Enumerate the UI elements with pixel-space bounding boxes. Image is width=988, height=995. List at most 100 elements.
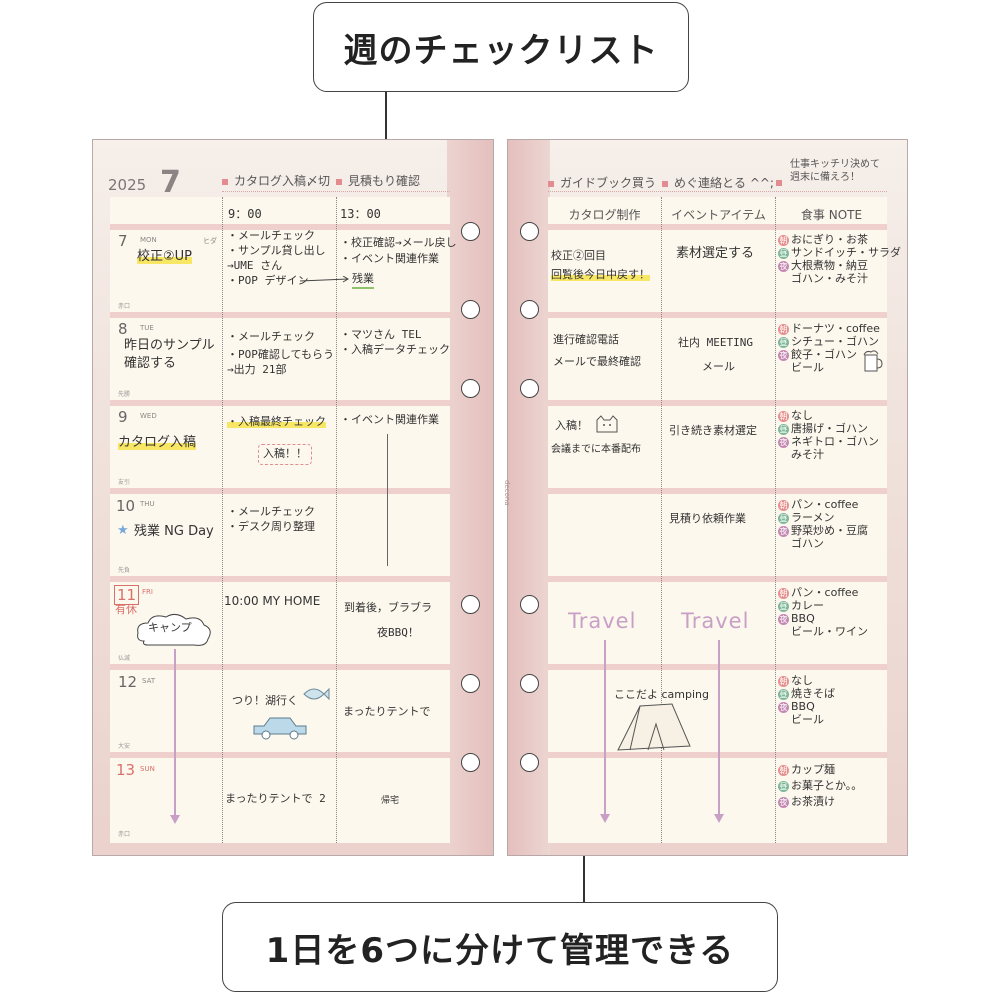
cloud-icon [137, 613, 211, 646]
callout-top-leader [385, 92, 387, 154]
day-task: まったりテントで 2 [225, 792, 326, 805]
column-header: カタログ制作 [568, 208, 641, 222]
binder-hole [461, 222, 480, 241]
meal-entry: ビール [791, 361, 824, 374]
checklist-item: カタログ入稿〆切 [222, 172, 330, 189]
binder-hole [461, 595, 480, 614]
six-divisions-callout: 1日を6つに分けて管理できる [222, 902, 778, 992]
day-task: 10:00 MY HOME [224, 594, 321, 608]
day-task: ・メールチェック [227, 229, 315, 242]
cat-icon [596, 415, 618, 433]
month-label: 7 [160, 165, 181, 200]
day-number: 7 [118, 232, 128, 250]
arrow-down-icon [600, 814, 610, 823]
checklist-item: 見積もり確認 [336, 172, 420, 189]
row-divider [110, 224, 450, 230]
meal-entry: ゴハン・みそ汁 [791, 272, 868, 285]
day-task: ・校正確認→メール戻し [340, 236, 457, 249]
binder-hole [461, 753, 480, 772]
day-task: ・デスク周り整理 [227, 520, 315, 533]
day-number: 12 [118, 673, 138, 691]
row-divider [110, 312, 450, 318]
day-name: FRI [142, 588, 153, 596]
arrow-icon [300, 276, 349, 283]
day-number: 11 [114, 585, 140, 605]
day-task: ・入稿データチェック [340, 343, 450, 356]
day-task: ・POP確認してもらう [227, 348, 334, 361]
day-task: →UME さん [227, 259, 283, 272]
row-divider [548, 400, 887, 406]
rokuyo: 先負 [118, 567, 131, 574]
row-divider [110, 488, 450, 494]
day-number: 10 [116, 497, 136, 515]
meal-entry: 夜餃子・ゴハン [778, 348, 857, 361]
meal-entry: 昼ラーメン [778, 511, 835, 524]
day-task: ・サンプル貸し出し [227, 244, 326, 257]
binder-hole [520, 753, 539, 772]
column-divider [336, 197, 337, 843]
day-task: つり！湖行く [232, 694, 298, 707]
day-number: 13 [116, 761, 136, 779]
checkbox-square-icon [776, 180, 782, 186]
rokuyo: 仏滅 [118, 655, 131, 662]
column-divider [775, 197, 776, 843]
day-note: 社内 MEETING [678, 336, 753, 349]
meal-entry: 夜ネギトロ・ゴハン [778, 435, 879, 448]
day-memo: 残業 NG Day [134, 524, 214, 539]
rokuyo: 赤口 [118, 831, 131, 838]
day-note: ここだよ camping [614, 688, 709, 701]
day-note: 会議までに本番配布 [551, 444, 641, 455]
beer-mug-icon [863, 350, 883, 372]
day-task: ・POP デザイン [227, 274, 309, 287]
checkbox-square-icon [336, 178, 342, 185]
meal-entry: 朝ドーナツ・coffee [778, 322, 880, 335]
day-task: ・イベント関連作業 [340, 252, 439, 265]
star-icon: ★ [117, 523, 129, 538]
row-divider [548, 664, 887, 670]
binder-hole [520, 674, 539, 693]
day-note: メール [702, 360, 735, 373]
meal-entry: 朝パン・coffee [778, 498, 859, 511]
row-divider [110, 400, 450, 406]
row-divider [110, 576, 450, 582]
binder-hole [520, 222, 539, 241]
row-divider [110, 752, 450, 758]
checklist-item: ガイドブック買う [548, 174, 656, 191]
day-task: 入稿！！ [258, 444, 312, 465]
row-divider [548, 224, 887, 230]
binder-hole [520, 379, 539, 398]
holiday-label: 有休 [115, 603, 137, 616]
row-divider [548, 312, 887, 318]
checklist-item: 仕事キッチリ決めて 週末に備えろ！ [776, 158, 880, 186]
day-number: 8 [118, 320, 128, 338]
meal-entry: ゴハン [791, 537, 824, 550]
travel-label: Travel [568, 609, 637, 633]
day-task: ・イベント関連作業 [340, 413, 439, 426]
fish-icon [303, 687, 330, 701]
checkbox-square-icon [662, 180, 668, 187]
meal-entry: 夜野菜炒め・豆腐 [778, 524, 868, 537]
meal-entry: 朝なし [778, 409, 813, 422]
day-number: 9 [118, 408, 128, 426]
checkbox-square-icon [222, 178, 228, 185]
column-divider [661, 197, 662, 843]
day-note: 引き続き素材選定 [669, 424, 757, 437]
day-task: ・メールチェック [227, 505, 315, 518]
meal-entry: 夜お茶漬け [778, 795, 835, 808]
rokuyo: 友引 [118, 479, 131, 486]
meal-entry: 朝カップ麺 [778, 763, 835, 776]
column-divider [222, 197, 223, 843]
column-header: イベントアイテム [671, 208, 766, 222]
meal-entry: 昼焼きそば [778, 687, 835, 700]
weekly-checklist-callout: 週のチェックリスト [313, 2, 689, 92]
day-memo: 昨日のサンプル 確認する [124, 338, 215, 371]
row-divider [548, 576, 887, 582]
rokuyo: 先勝 [118, 391, 131, 398]
meal-entry: 昼シチュー・ゴハン [778, 335, 879, 348]
rokuyo: 赤口 [118, 303, 131, 310]
arrow-down-icon [170, 815, 180, 824]
day-task: ・メールチェック [227, 330, 315, 343]
meal-entry: 昼カレー [778, 599, 824, 612]
day-note: 素材選定する [676, 246, 755, 261]
